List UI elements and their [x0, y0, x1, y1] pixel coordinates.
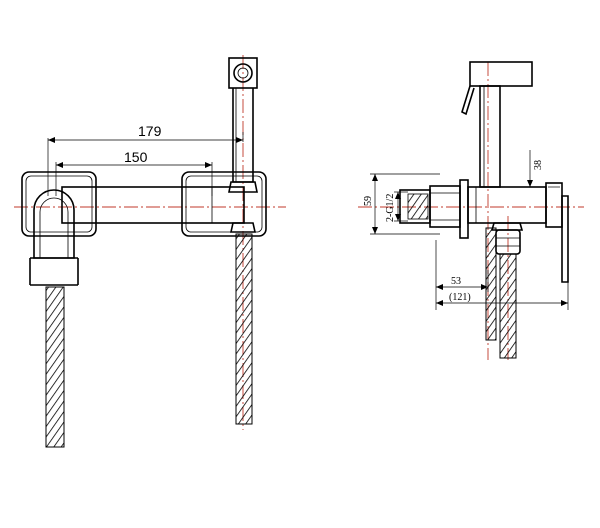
side-shower-trigger — [461, 85, 475, 116]
dimension-label-150: 150 — [124, 149, 148, 165]
front-view: 179 150 — [14, 55, 286, 448]
hose-outlet-collar — [230, 222, 256, 233]
side-lever — [561, 195, 569, 283]
side-shower-head — [469, 61, 533, 87]
shower-handle-collar — [228, 181, 258, 193]
wall-connector-nut — [429, 185, 461, 228]
dimension-label-121: (121) — [449, 292, 471, 303]
left-wall-flange-inner — [25, 175, 93, 233]
horizontal-arm — [61, 186, 245, 224]
side-cover-cap — [545, 182, 563, 228]
right-wall-flange — [181, 171, 267, 237]
left-wall-flange — [21, 171, 97, 237]
side-view: 59 2-G1/2 38 53 (121) — [358, 61, 584, 360]
side-holder-body — [467, 186, 547, 224]
dimension-label-thread: 2-G1/2 — [385, 194, 396, 222]
side-shower-handle — [479, 85, 501, 188]
dimension-label-179: 179 — [138, 123, 162, 139]
left-braided-hose — [45, 286, 65, 448]
dimension-label-59: 59 — [363, 196, 374, 206]
thread-hatch — [407, 193, 429, 220]
dimension-label-53: 53 — [451, 276, 461, 287]
mixer-valve-inner — [39, 197, 69, 258]
shower-head — [228, 57, 258, 89]
right-braided-hose — [235, 233, 253, 425]
dimension-label-38: 38 — [533, 160, 544, 170]
side-braided-hose-back — [485, 227, 497, 341]
right-wall-flange-inner — [185, 175, 263, 233]
side-flange-plate — [459, 179, 469, 239]
shower-head-nozzle — [233, 63, 253, 83]
side-braided-hose-front — [499, 253, 517, 359]
